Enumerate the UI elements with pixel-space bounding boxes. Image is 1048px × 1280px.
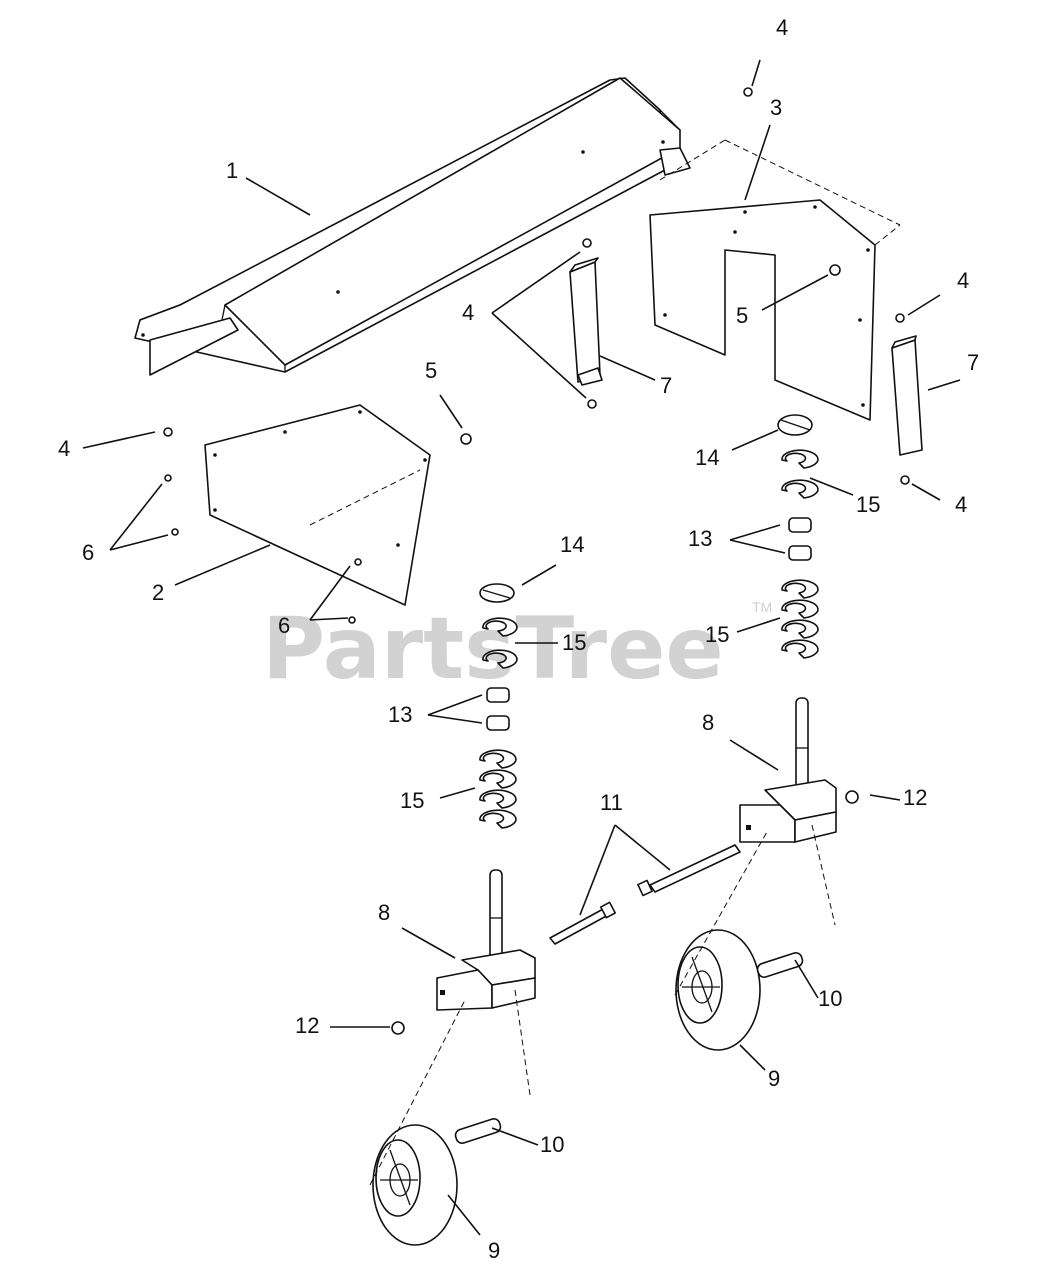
callout-7-right: 7 [967,350,979,375]
callout-9-left: 9 [488,1238,500,1263]
callout-8-right: 8 [702,710,714,735]
caster-yoke-part-8-right [739,697,859,843]
bracket-part-7-right [891,335,923,456]
callout-5-left: 5 [425,358,437,383]
callout-8-left: 8 [378,900,390,925]
callout-10-left: 10 [540,1132,564,1157]
callout-4-center: 4 [462,300,474,325]
callout-labels: 1 2 3 4 4 4 4 4 5 5 6 6 7 7 8 8 9 9 10 1… [58,15,979,1263]
callout-15-right-upper: 15 [856,492,880,517]
callout-9-right: 9 [768,1066,780,1091]
wheel-part-9-right [674,824,836,1051]
callout-4-left: 4 [58,436,70,461]
callout-1: 1 [226,158,238,183]
callout-5-right: 5 [736,303,748,328]
callout-15-right-lower: 15 [705,622,729,647]
caster-yoke-part-8-left [391,869,536,1035]
right-side-panel-part-3 [649,139,901,421]
bracket-part-7-center [569,257,603,386]
callout-12-right: 12 [903,785,927,810]
callout-7-center: 7 [660,373,672,398]
wheel-part-9-left [369,989,531,1246]
callout-14-left: 14 [560,532,584,557]
left-side-panel-part-2 [204,404,431,606]
callout-15-left-upper: 15 [562,630,586,655]
screws-and-nuts [163,87,910,624]
callout-2: 2 [152,580,164,605]
watermark-text: PartsTree [262,599,724,699]
callout-13-left: 13 [388,702,412,727]
callout-6-upper: 6 [82,540,94,565]
wheel-pin-part-10-right [756,951,804,979]
callout-6-lower: 6 [278,613,290,638]
axle-bolt-part-11-left [549,901,617,945]
callout-4-right-bottom: 4 [955,492,967,517]
callout-4-top: 4 [776,15,788,40]
wheel-pin-part-10-left [454,1117,502,1145]
caster-stack-left [479,583,518,829]
callout-13-right: 13 [688,526,712,551]
caster-stack-right [777,414,819,659]
callout-4-right-top: 4 [957,268,969,293]
callout-14-right: 14 [695,445,719,470]
callout-leader-lines [82,59,961,1236]
axle-bolt-part-11-right [637,844,741,897]
top-cover-part-1 [134,77,691,376]
callout-12-left: 12 [295,1013,319,1038]
callout-15-left-lower: 15 [400,788,424,813]
callout-10-right: 10 [818,986,842,1011]
watermark-trademark: TM [752,599,772,615]
callout-3: 3 [770,95,782,120]
callout-11: 11 [600,790,623,815]
